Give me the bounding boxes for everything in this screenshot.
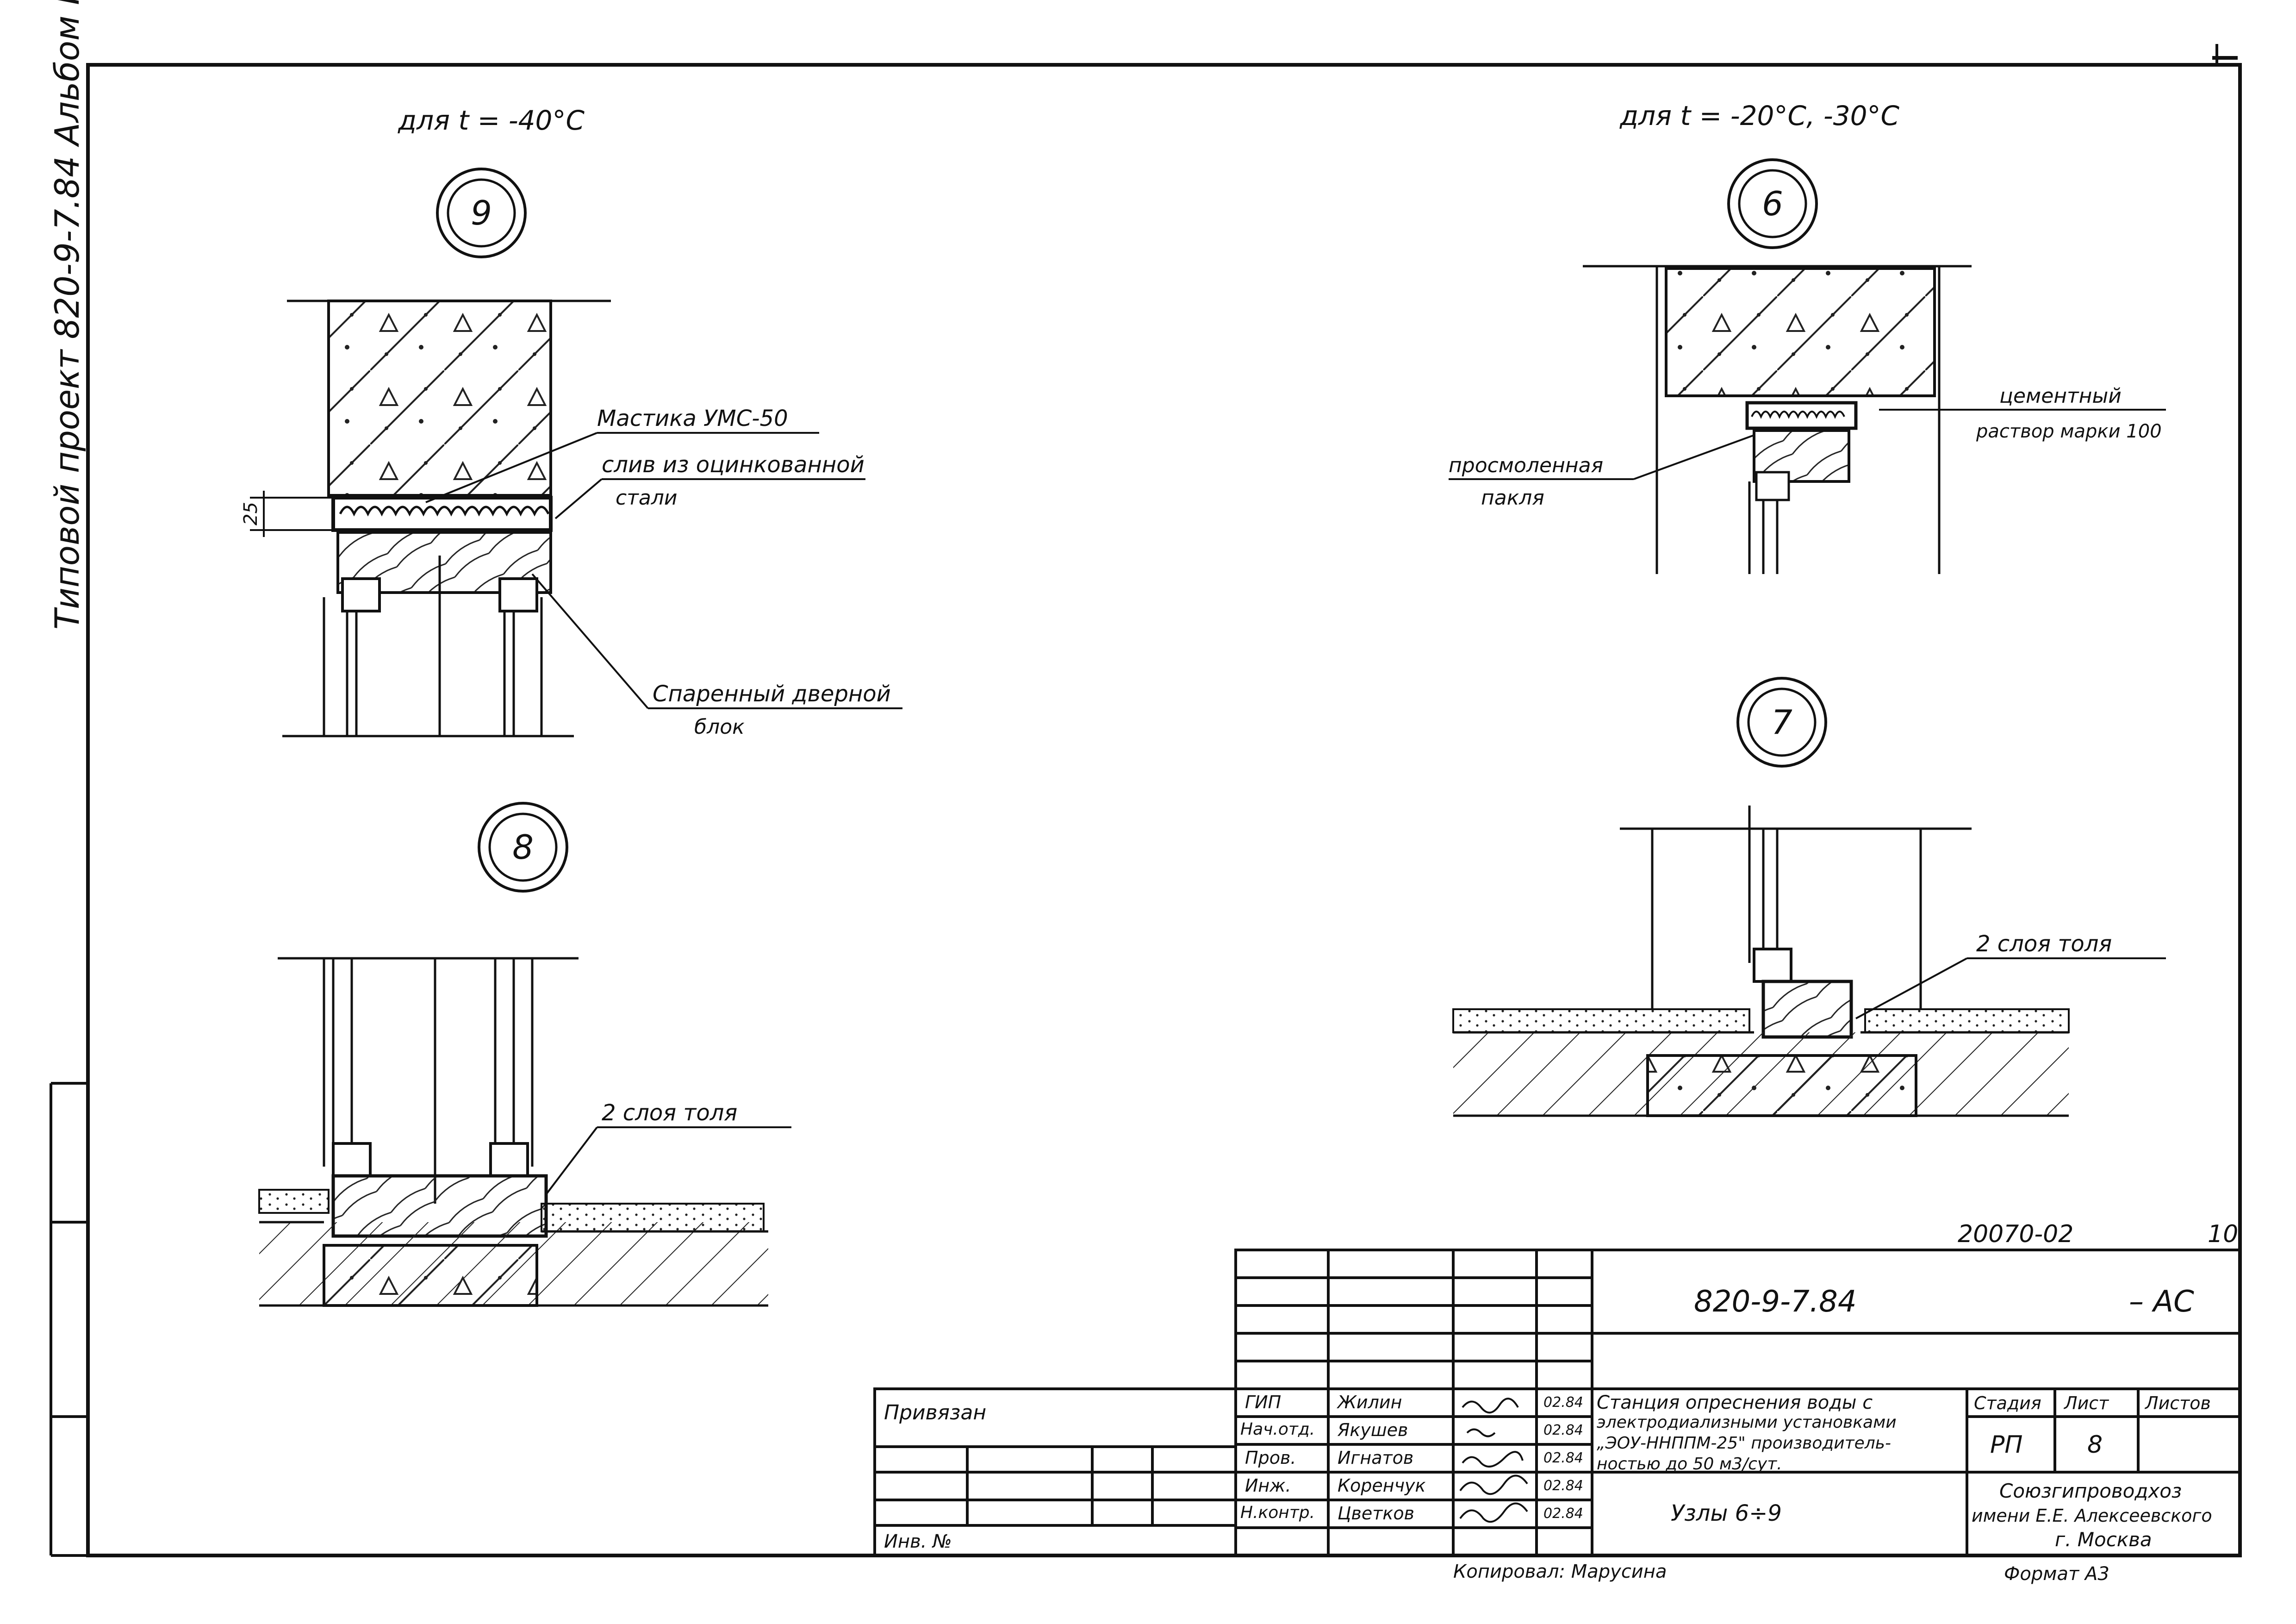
dimension-25: 25 <box>240 502 261 525</box>
node-7-marker: 7 <box>1771 703 1792 742</box>
node-8-detail: 8 2 слоя толя <box>258 802 791 1307</box>
sheet-value: 8 <box>2087 1431 2103 1459</box>
header-right: для t = -20°С, -30°С <box>1619 100 1900 131</box>
organization-line1: Союзгипроводхоз <box>1999 1480 2182 1502</box>
node-6-marker: 6 <box>1762 184 1783 223</box>
project-title-line3: „ЭОУ-ННППМ-25" производитель- <box>1597 1434 1892 1453</box>
sheet-header: Лист <box>2064 1393 2109 1413</box>
staff-role: Инж. <box>1245 1475 1291 1496</box>
project-title-line4: ностью до 50 м3/сут. <box>1597 1455 1782 1474</box>
staff-date: 02.84 <box>1543 1505 1583 1522</box>
callout-pakla-line1: просмоленная <box>1449 454 1603 477</box>
staff-name: Игнатов <box>1338 1448 1414 1468</box>
header-left: для t = -40°С <box>398 105 585 136</box>
callout-tol-node7: 2 слоя толя <box>1976 931 2112 957</box>
staff-role: Н.контр. <box>1240 1503 1315 1522</box>
sheet-number-top: 20070-02 <box>1958 1220 2074 1248</box>
staff-date: 02.84 <box>1543 1478 1583 1494</box>
project-title-line2: электродиализными установками <box>1597 1413 1897 1432</box>
sheet-format: Формат А3 <box>2004 1563 2109 1585</box>
callout-pakla-line2: пакля <box>1481 486 1544 510</box>
staff-role: ГИП <box>1245 1392 1282 1412</box>
left-binding-strip <box>50 1082 88 1557</box>
staff-name: Коренчук <box>1338 1475 1426 1496</box>
node-9-detail: 9 25 <box>240 168 902 739</box>
callout-sliv-line1: слив из оцинкованной <box>602 452 865 478</box>
staff-name: Цветков <box>1338 1503 1415 1524</box>
callout-cement-line1: цементный <box>1999 384 2122 408</box>
node-6-detail: 6 цементный раствор марки 100 просмоленн… <box>1449 158 2166 574</box>
staff-date: 02.84 <box>1543 1450 1583 1466</box>
document-code: 820-9-7.84 <box>1694 1285 1857 1319</box>
staff-date: 02.84 <box>1543 1422 1583 1438</box>
staff-role: Пров. <box>1245 1448 1296 1468</box>
stage-header: Стадия <box>1974 1393 2041 1413</box>
sheet-title: Узлы 6÷9 <box>1671 1500 1782 1526</box>
callout-block-line2: блок <box>694 715 745 739</box>
organization-line2: имени Е.Е. Алексеевского <box>1972 1505 2212 1526</box>
copied-by: Копировал: Марусина <box>1453 1561 1667 1582</box>
signatures <box>1459 1398 1528 1523</box>
side-project-stamp: Типовой проект 820-9-7.84 Альбом II <box>48 0 87 630</box>
sheet-index: 10 <box>2208 1220 2239 1248</box>
document-suffix: – АС <box>2129 1285 2194 1319</box>
staff-date: 02.84 <box>1543 1394 1583 1411</box>
sheets-header: Листов <box>2145 1393 2211 1413</box>
organization-line3: г. Москва <box>2055 1528 2152 1551</box>
title-block-grid <box>873 1249 2241 1557</box>
callout-tol-node8: 2 слоя толя <box>602 1100 737 1126</box>
callout-sliv-line2: стали <box>616 486 678 510</box>
staff-role: Нач.отд. <box>1240 1420 1315 1439</box>
node-9-marker: 9 <box>471 194 492 232</box>
callout-block-line1: Спаренный дверной <box>653 681 891 707</box>
node-8-marker: 8 <box>512 828 534 867</box>
privyazan-label: Привязан <box>884 1401 987 1424</box>
project-title-line1: Станция опреснения воды с <box>1597 1392 1873 1413</box>
stage-value: РП <box>1990 1431 2023 1459</box>
callout-mastika: Мастика УМС-50 <box>597 406 788 431</box>
callout-cement-line2: раствор марки 100 <box>1976 421 2162 442</box>
node-7-detail: 7 2 слоя толя <box>1452 677 2166 1117</box>
staff-name: Жилин <box>1338 1392 1402 1412</box>
staff-name: Якушев <box>1338 1420 1408 1440</box>
inventory-number-label: Инв. № <box>884 1531 952 1552</box>
